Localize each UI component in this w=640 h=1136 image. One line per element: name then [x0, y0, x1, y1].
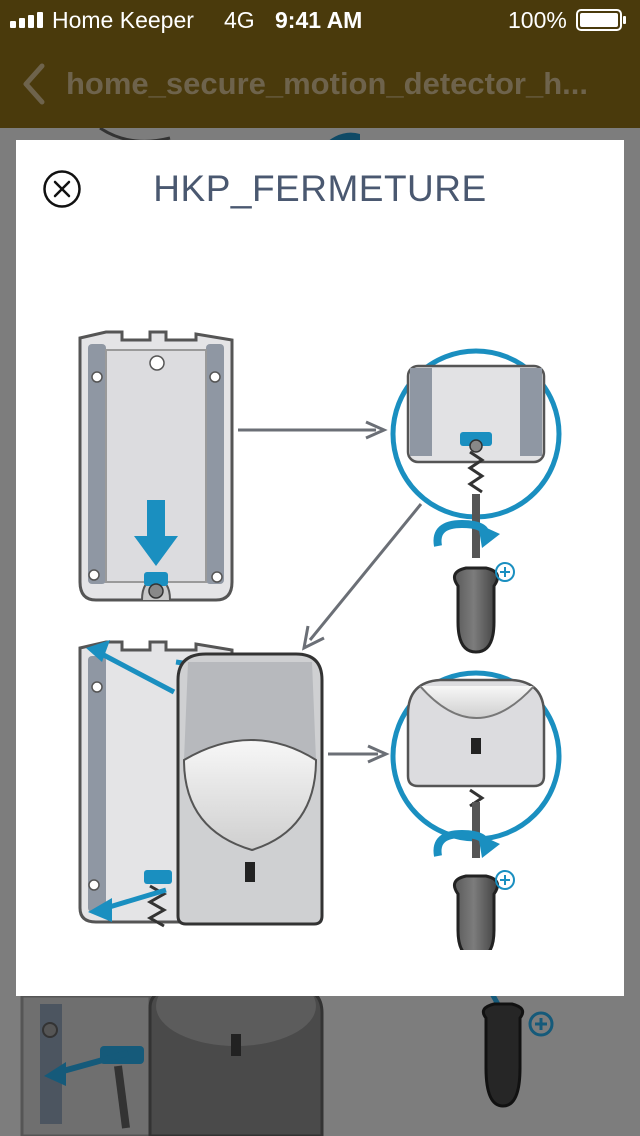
backplate-open [78, 330, 234, 602]
background-illustration [20, 128, 554, 1136]
modal-dialog: HKP_FERMETURE [16, 140, 624, 996]
installation-illustration [78, 330, 562, 950]
modal-title: HKP_FERMETURE [153, 168, 487, 209]
navigation-bar: home_secure_motion_detector_h... [0, 40, 640, 128]
zoom-screw-secure [390, 670, 562, 950]
signal-icon [10, 12, 43, 28]
clock: 9:41 AM [275, 7, 363, 33]
status-bar: Home Keeper 4G 9:41 AM 100% [0, 0, 640, 40]
nav-title: home_secure_motion_detector_h... [66, 66, 588, 101]
detector-closing [78, 640, 324, 928]
network-type: 4G [224, 7, 255, 33]
carrier-name: Home Keeper [52, 7, 194, 33]
chevron-left-icon[interactable] [18, 62, 52, 106]
close-circle-icon[interactable] [42, 169, 82, 209]
zoom-screw-tighten [390, 348, 562, 654]
battery-percentage: 100% [508, 7, 567, 33]
battery-icon [576, 9, 626, 31]
